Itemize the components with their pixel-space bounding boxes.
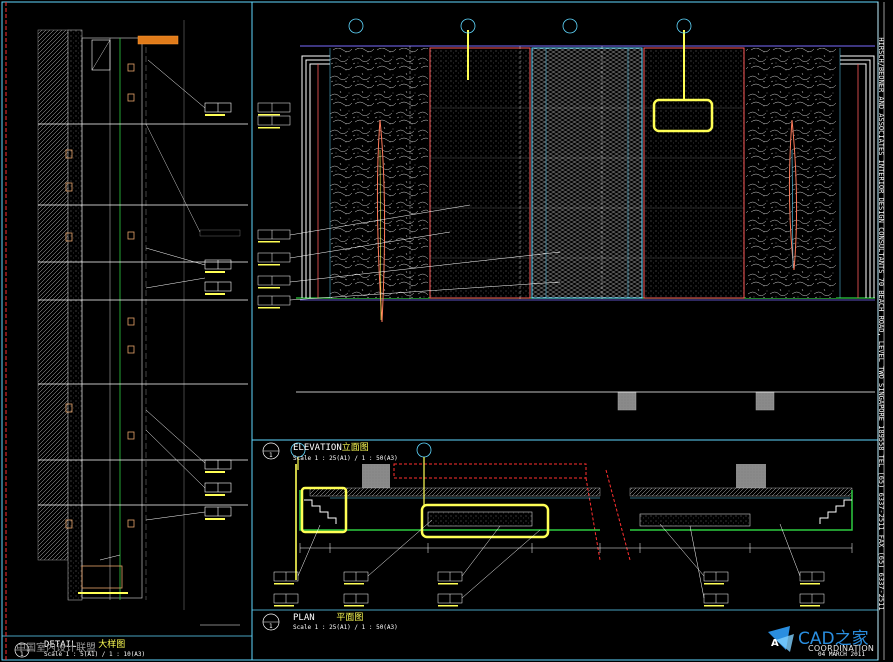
plan-title: PLAN 平面图 bbox=[293, 614, 363, 623]
plan-title-en: PLAN bbox=[293, 613, 315, 623]
plan-view-number: 1 bbox=[269, 623, 273, 630]
cad-logo-mark-icon: A bbox=[768, 626, 794, 652]
detail-section bbox=[37, 20, 248, 626]
logo-sub-text: COORDINATION bbox=[808, 644, 875, 653]
title-block-strip: HIRSCH/BEDNER AND ASSOCIATES INTERIOR DE… bbox=[877, 0, 891, 662]
elevation-title-en: ELEVATION bbox=[293, 443, 342, 453]
elevation-title-cn: 立面图 bbox=[341, 443, 369, 453]
drawing-date: 04 MARCH 2011 bbox=[818, 651, 865, 658]
svg-text:A: A bbox=[771, 638, 779, 649]
plan-title-cn: 平面图 bbox=[336, 613, 364, 623]
detail-view-number: 1 bbox=[20, 651, 24, 658]
elevation-drawing bbox=[257, 18, 875, 460]
logo-main-text: CAD之家 bbox=[798, 629, 869, 649]
plan-drawing bbox=[262, 442, 853, 631]
elevation-view-number: 1 bbox=[269, 452, 273, 459]
elevation-title: ELEVATION立面图 bbox=[293, 444, 369, 453]
detail-title-en: DETAIL bbox=[44, 640, 77, 650]
detail-title-cn: 大样图 bbox=[98, 640, 126, 650]
detail-scale: Scale 1 : 5(A1) / 1 : 10(A3) bbox=[44, 651, 146, 658]
detail-title: DETAIL 大样图 bbox=[44, 641, 125, 650]
title-block-text: HIRSCH/BEDNER AND ASSOCIATES INTERIOR DE… bbox=[877, 37, 885, 611]
cad-logo: CAD之家 COORDINATION bbox=[768, 622, 886, 662]
plan-scale: Scale 1 : 25(A1) / 1 : 50(A3) bbox=[293, 624, 398, 631]
watermark-text: 中国室内设计联盟 bbox=[16, 643, 96, 654]
elevation-scale: Scale 1 : 25(A1) / 1 : 50(A3) bbox=[293, 455, 398, 462]
